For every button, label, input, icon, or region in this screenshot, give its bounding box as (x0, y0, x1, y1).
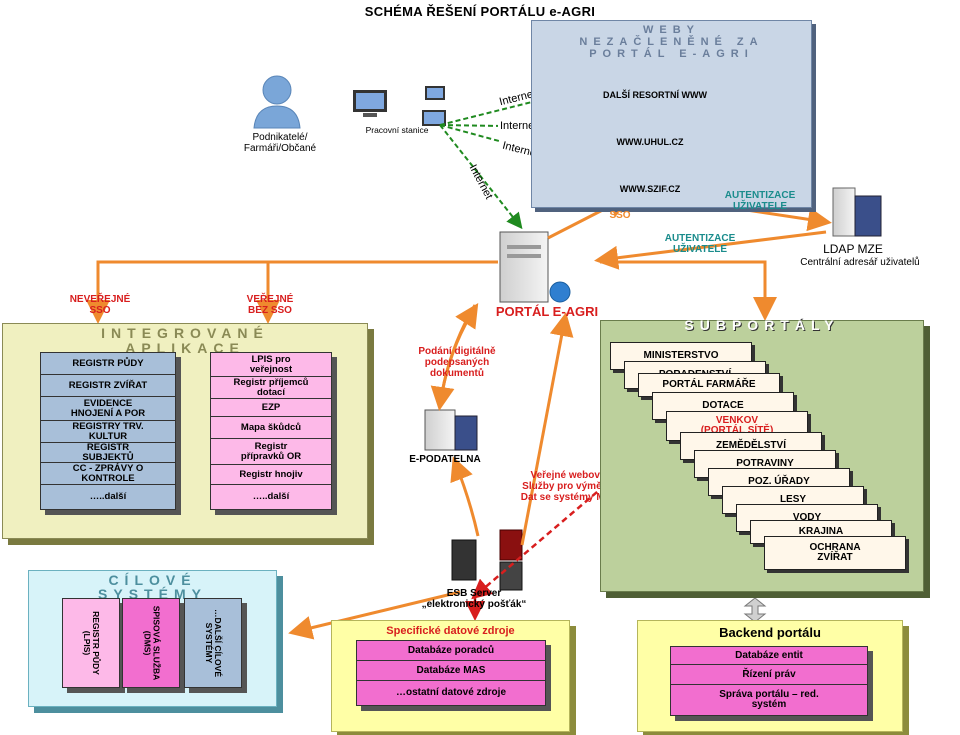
workstation-icon (353, 86, 446, 126)
server-label-szif: WWW.SZIF.CZ (619, 184, 681, 194)
orange-connectors (86, 195, 832, 640)
app-row[interactable]: LPIS pro veřejnost (211, 353, 331, 377)
esb-server-icon (451, 529, 523, 591)
weby-heading-1: WEBY (643, 24, 700, 36)
app-row[interactable]: …..další (89, 491, 127, 502)
subportal-card[interactable]: OCHRANA ZVÍŘAT (764, 536, 906, 570)
weby-heading-2: NEZAČLENĚNÉ ZA (579, 36, 764, 48)
cil-heading-1: CÍLOVÉ (108, 572, 197, 588)
app-row[interactable]: REGISTR PŮDY (41, 353, 175, 375)
target-system-other[interactable]: …DALŠÍ CÍLOVÉ SYSTÉMY (184, 598, 242, 688)
backend-stack: Databáze entit Řízení práv Správa portál… (670, 646, 868, 716)
public-apps-stack: LPIS pro veřejnost Registr příjemců dota… (210, 352, 332, 510)
app-row[interactable]: REGISTR ZVÍŘAT (41, 375, 175, 397)
integ-heading-2: APLIKACE (125, 340, 245, 356)
backend-row[interactable]: Řízení práv (671, 665, 867, 685)
app-row[interactable]: Mapa škůdců (211, 417, 331, 439)
weby-heading-3: PORTÁL E-AGRI (589, 48, 754, 60)
user-icon (253, 75, 301, 129)
portal-server-icon (499, 231, 571, 303)
backend-heading: Backend portálu (719, 625, 821, 640)
app-row[interactable]: EZP (211, 399, 331, 417)
workstation-label: Pracovní stanice (365, 125, 429, 135)
auth-label-bottom: AUTENTIZACE UŽIVATELE (664, 233, 736, 255)
app-row[interactable]: Registr hnojiv (211, 465, 331, 485)
target-system-dms[interactable]: SPISOVÁ SLUŽBA (DMS) (122, 598, 180, 688)
nonpublic-sso-label: NEVEŘEJNÉ SSO (69, 294, 131, 316)
ldap-server-icon (832, 187, 882, 237)
weby-panel: WEBY NEZAČLENĚNÉ ZA PORTÁL E-AGRI (531, 20, 812, 208)
app-row[interactable]: REGISTRY TRV. KULTUR (41, 421, 175, 443)
ldap-name: LDAP MZE (823, 242, 883, 256)
spec-stack: Databáze poradců Databáze MAS …ostatní d… (356, 640, 546, 706)
server-label-uhul: WWW.UHUL.CZ (616, 137, 684, 147)
users-label: Podnikatelé/ Farmáři/Občané (243, 132, 317, 154)
nonpublic-apps-stack: REGISTR PŮDY REGISTR ZVÍŘAT EVIDENCE HNO… (40, 352, 176, 510)
subportals-heading: SUBPORTÁLY (684, 317, 840, 333)
ldap-subtitle: Centrální adresář uživatelů (800, 257, 920, 268)
cil-heading-2: SYSTÉMY (98, 586, 207, 602)
sso-label: SSO (609, 210, 631, 221)
portal-label: PORTÁL E-AGRI (495, 304, 599, 319)
server-label-resortni: DALŠÍ RESORTNÍ WWW (603, 90, 707, 100)
auth-label-top: AUTENTIZACE UŽIVATELE (724, 190, 796, 212)
app-row[interactable]: EVIDENCE HNOJENÍ A POR (41, 397, 175, 421)
backend-row[interactable]: Databáze entit (671, 647, 867, 665)
data-source-row[interactable]: …ostatní datové zdroje (395, 687, 506, 698)
data-source-row[interactable]: Databáze poradců (357, 641, 545, 661)
data-source-row[interactable]: Databáze MAS (357, 661, 545, 681)
epodatelna-label: E-PODATELNA (409, 454, 481, 465)
app-row[interactable]: Registr příjemců dotací (211, 377, 331, 399)
backend-row[interactable]: Správa portálu – red. systém (719, 689, 819, 710)
app-row[interactable]: REGISTR SUBJEKTŮ (41, 442, 175, 463)
target-system-lpis[interactable]: REGISTR PŮDY (LPIS) (62, 598, 120, 688)
spec-heading: Specifické datové zdroje (386, 625, 515, 637)
app-row[interactable]: …..další (252, 491, 290, 502)
public-nosso-label: VEŘEJNÉ BEZ SSO (246, 294, 294, 316)
integ-heading-1: INTEGROVANÉ (101, 325, 269, 341)
internet-label: Internet (498, 120, 540, 132)
double-arrow-icon (743, 597, 767, 623)
app-row[interactable]: CC - ZPRÁVY O KONTROLE (41, 463, 175, 485)
esb-label: ESB Server „elektronický pošťák“ (421, 588, 527, 610)
page-title: SCHÉMA ŘEŠENÍ PORTÁLU e-AGRI (364, 4, 596, 19)
app-row[interactable]: Registr přípravků OR (211, 439, 331, 465)
podani-label: Podání digitálně podepsaných dokumentů (418, 346, 496, 379)
epodatelna-server-icon (424, 409, 478, 451)
